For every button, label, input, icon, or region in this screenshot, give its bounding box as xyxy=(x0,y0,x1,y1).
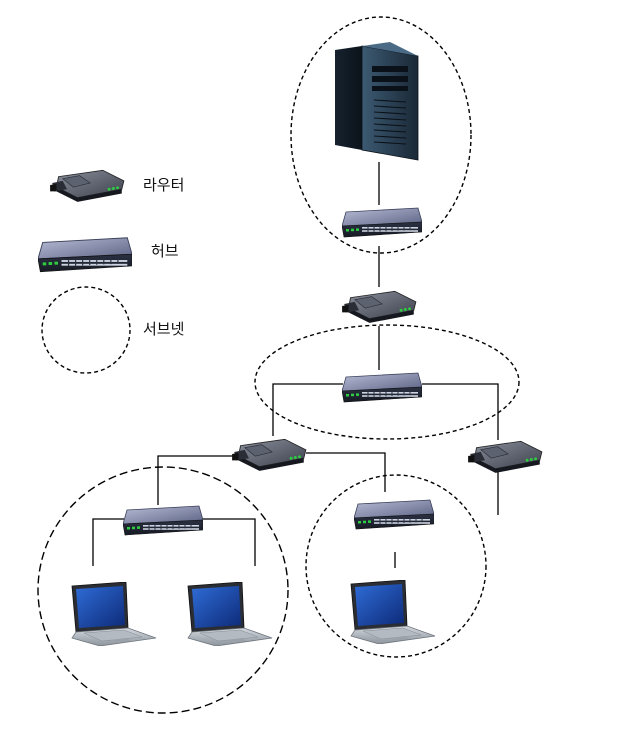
legend-subnet-label: 서브넷 xyxy=(143,320,185,338)
router-main xyxy=(341,290,417,323)
hub-server xyxy=(342,207,422,238)
laptop-2 xyxy=(187,582,273,646)
legend-router-icon xyxy=(49,169,125,202)
hub-left xyxy=(123,505,203,536)
connection-lines xyxy=(92,162,499,568)
hub-right xyxy=(354,499,434,530)
laptop-3 xyxy=(350,580,436,644)
legend-subnet-icon xyxy=(41,286,131,374)
subnet-right xyxy=(305,474,487,658)
laptop-1 xyxy=(71,582,157,646)
router-left xyxy=(231,438,307,471)
hub-middle xyxy=(342,372,422,403)
subnet-server xyxy=(290,16,472,254)
subnet-middle xyxy=(254,324,520,440)
legend-hub-icon xyxy=(38,237,132,273)
server-tower-icon xyxy=(335,42,419,161)
subnet-circles xyxy=(37,16,520,714)
router-right xyxy=(467,440,543,473)
legend-router-label: 라우터 xyxy=(143,176,185,194)
subnet-left xyxy=(37,466,289,714)
legend-hub-label: 허브 xyxy=(151,242,179,260)
